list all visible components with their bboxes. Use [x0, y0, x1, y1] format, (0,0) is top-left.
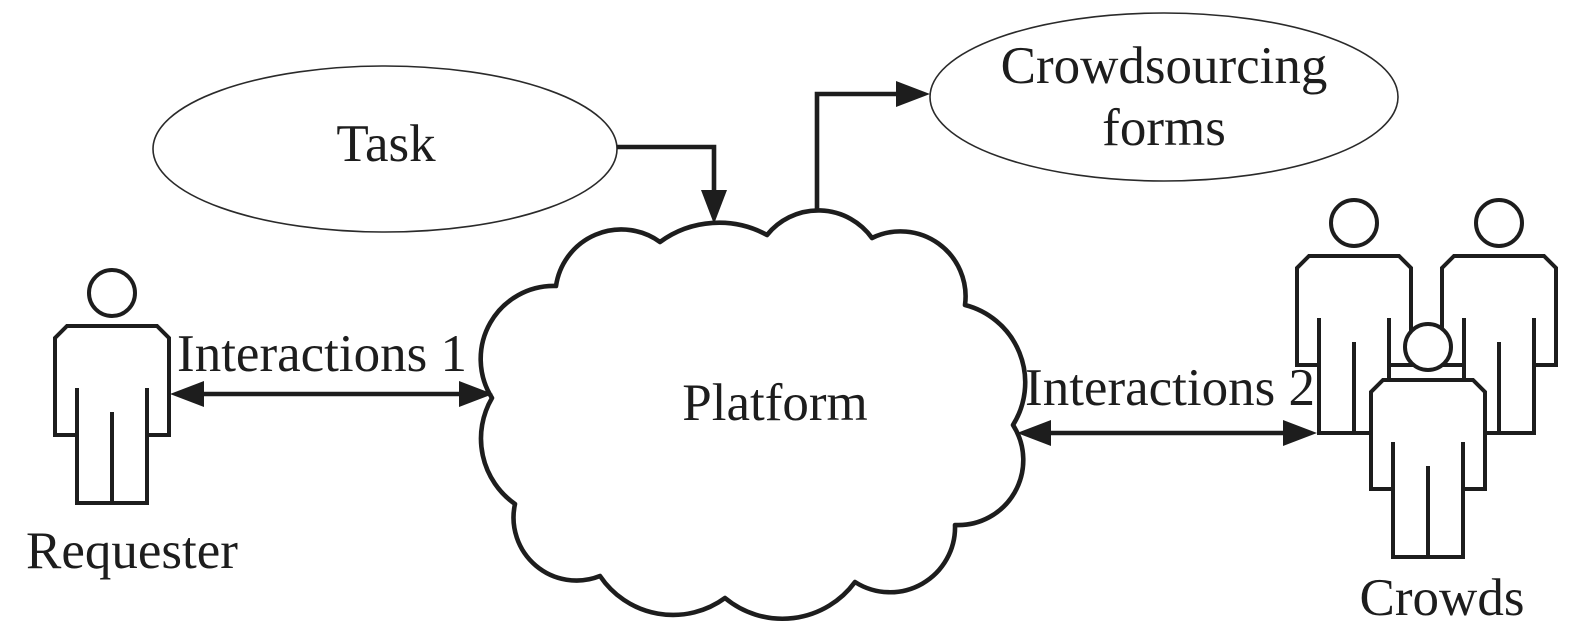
requester-figure [53, 268, 171, 505]
interactions-1-label: Interactions 1 [177, 325, 467, 383]
interactions-1-arrow [170, 381, 493, 407]
crowdsourcing-forms-label-line2: forms [1102, 99, 1226, 157]
crowdsourcing-forms-label: Crowdsourcing forms [1001, 35, 1328, 159]
task-label: Task [336, 115, 436, 173]
crowdsourcing-forms-label-line1: Crowdsourcing [1000, 37, 1328, 95]
task-to-platform-arrow [617, 144, 727, 224]
platform-cloud [478, 208, 1028, 622]
interactions-2-label: Interactions 2 [1025, 359, 1315, 417]
crowdsourcing-forms-ellipse [929, 12, 1399, 182]
platform-label: Platform [682, 374, 868, 432]
crowds-label: Crowds [1359, 569, 1525, 627]
requester-label: Requester [26, 522, 238, 580]
interactions-2-arrow [1017, 420, 1317, 446]
platform-to-forms-arrow [814, 81, 930, 209]
